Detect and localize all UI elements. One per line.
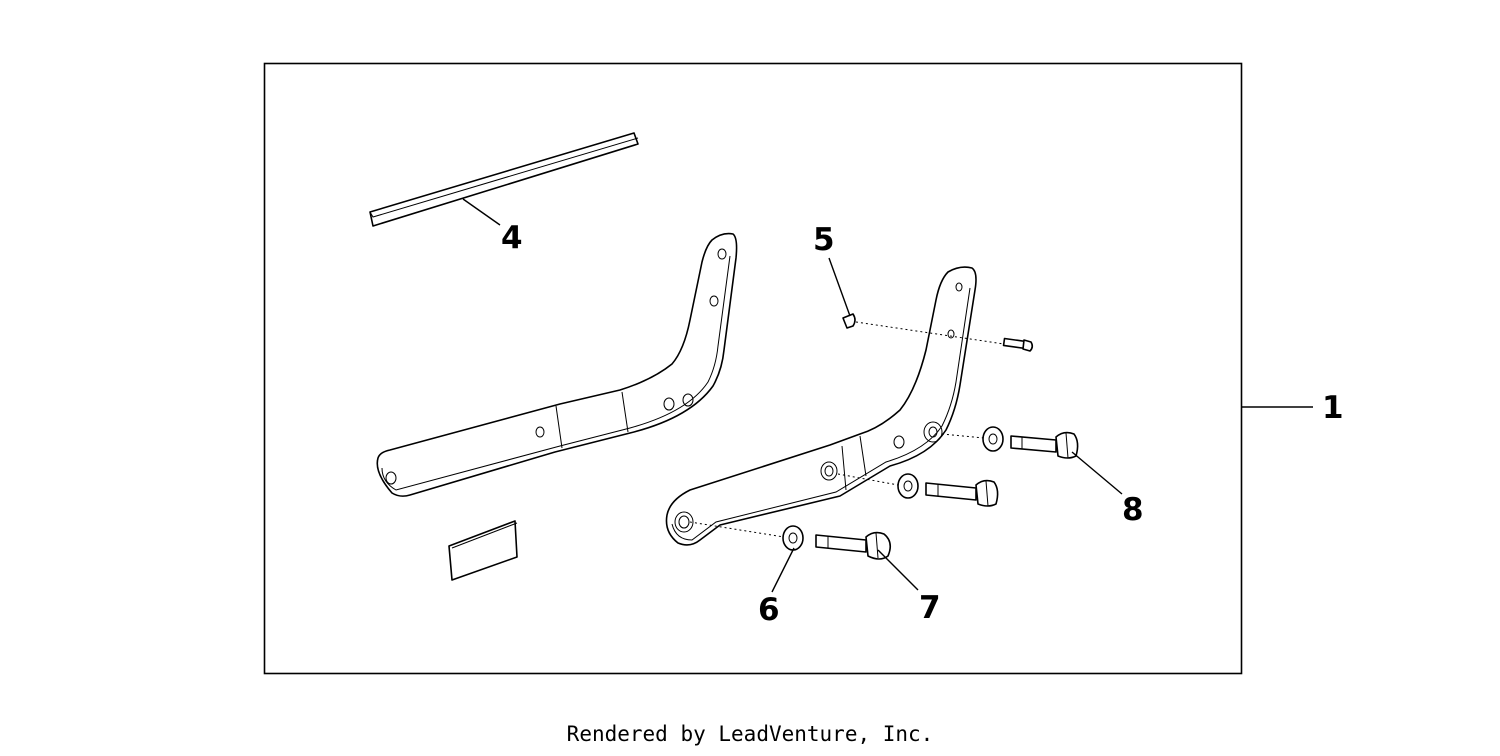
footer-credit: Rendered by LeadVenture, Inc. bbox=[566, 722, 934, 746]
part-6-washer[interactable] bbox=[782, 525, 804, 551]
part-7-bolt[interactable] bbox=[815, 531, 892, 560]
leader-6 bbox=[771, 547, 795, 593]
right-bracket[interactable] bbox=[665, 266, 977, 546]
washer-upper[interactable] bbox=[982, 426, 1004, 452]
callout-5[interactable]: 5 bbox=[813, 222, 835, 258]
part-8-bolt[interactable] bbox=[1010, 431, 1079, 459]
diagram-frame bbox=[263, 62, 1243, 675]
callout-8[interactable]: 8 bbox=[1122, 492, 1144, 528]
leader-5 bbox=[828, 257, 851, 317]
washer-middle[interactable] bbox=[897, 473, 919, 499]
leader-8 bbox=[1071, 451, 1123, 495]
callout-1[interactable]: 1 bbox=[1322, 390, 1344, 426]
left-bracket[interactable] bbox=[376, 232, 738, 497]
part-5-nut[interactable] bbox=[842, 313, 856, 329]
pad-plate[interactable] bbox=[448, 520, 518, 581]
callout-7[interactable]: 7 bbox=[919, 590, 941, 626]
leader-4 bbox=[462, 198, 501, 226]
leader-7 bbox=[877, 549, 919, 591]
callout-4[interactable]: 4 bbox=[501, 220, 523, 256]
bolt-middle[interactable] bbox=[925, 479, 999, 507]
callout-6[interactable]: 6 bbox=[758, 592, 780, 628]
part-5-screw[interactable] bbox=[1002, 337, 1034, 352]
part-4-bar[interactable] bbox=[369, 132, 639, 227]
